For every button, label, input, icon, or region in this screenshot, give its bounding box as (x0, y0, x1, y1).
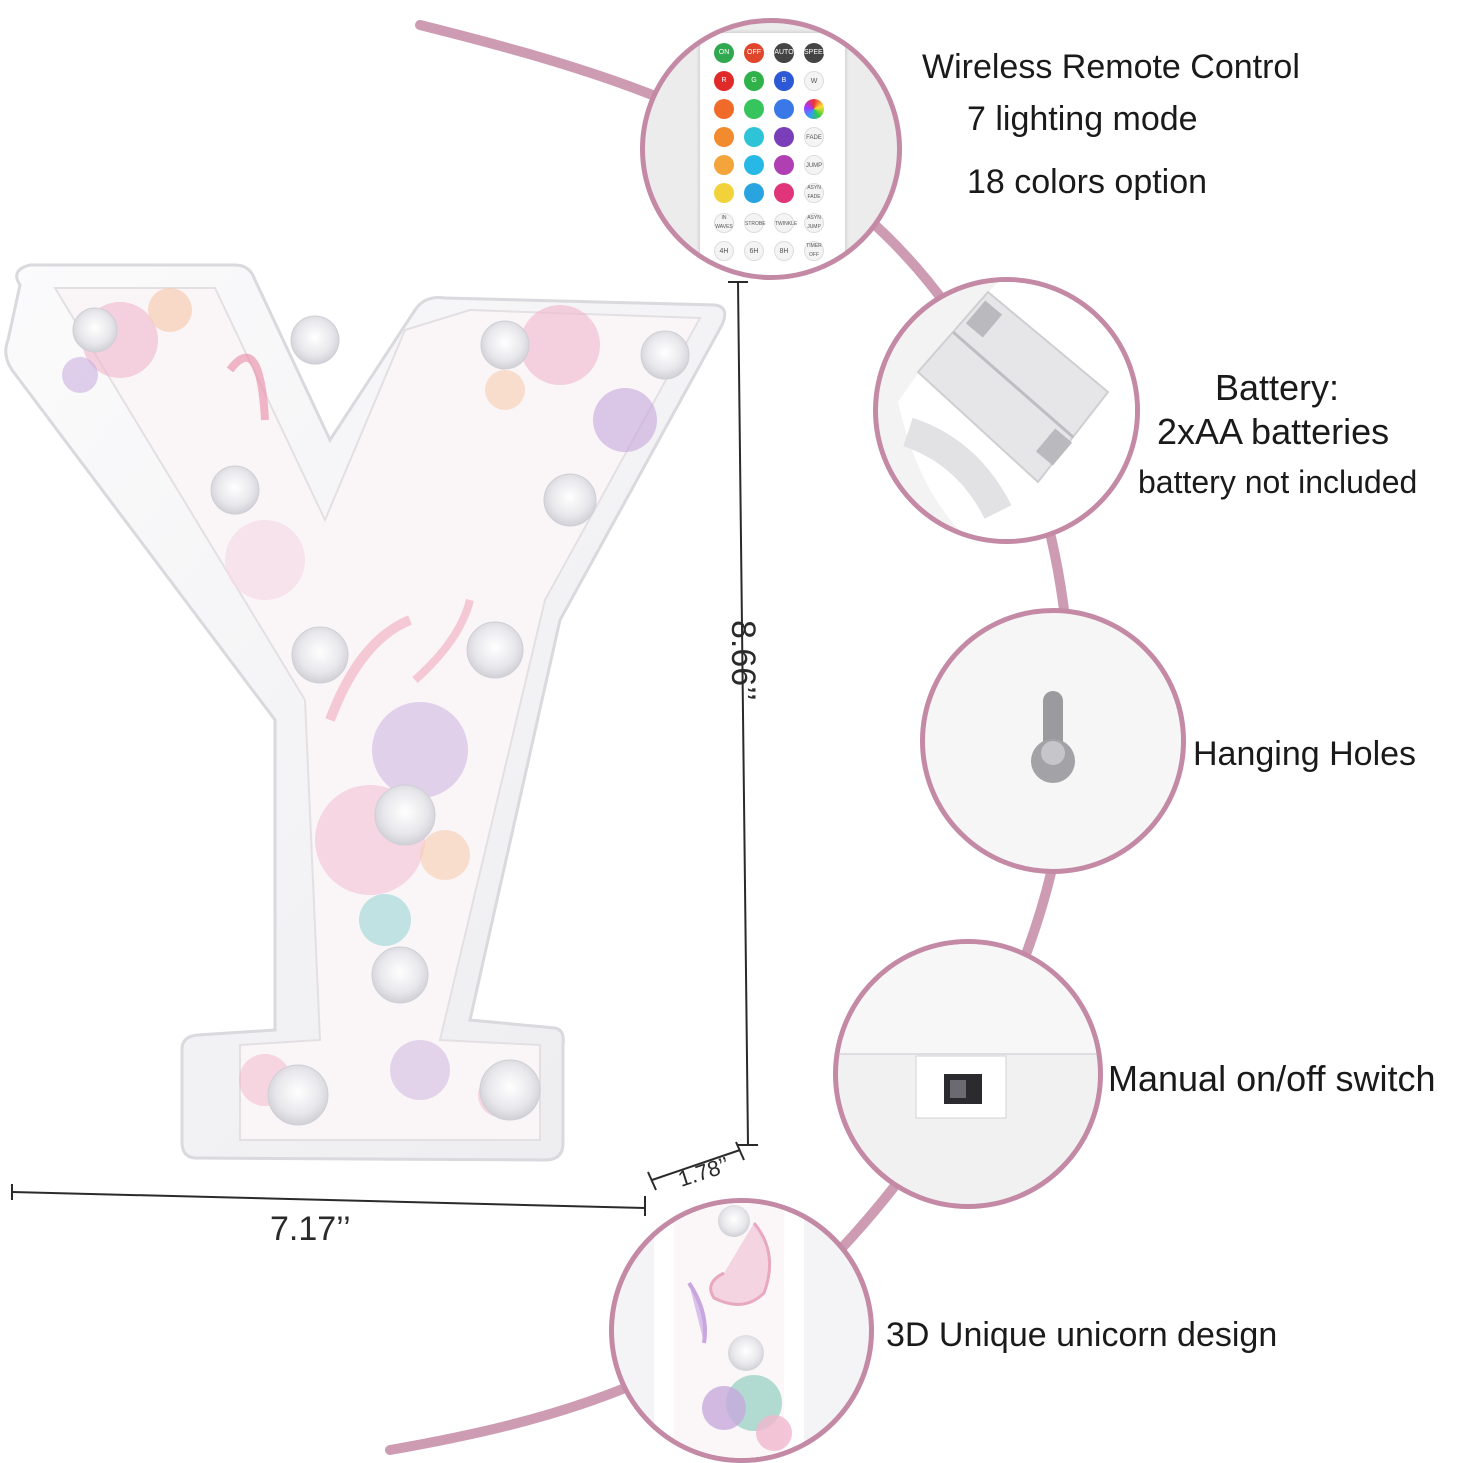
remote-btn-blue[interactable]: B (774, 71, 794, 91)
battery-title: Battery: (1215, 367, 1340, 408)
remote-title: Wireless Remote Control (922, 48, 1300, 86)
remote-btn-color[interactable] (714, 99, 734, 119)
remote-btn-white[interactable]: W (804, 71, 824, 91)
switch-circle (833, 939, 1103, 1209)
battery-circle (873, 277, 1140, 544)
remote-btn-red[interactable]: R (714, 71, 734, 91)
width-dimension-line (11, 1184, 646, 1216)
remote-btn-color[interactable] (744, 183, 764, 203)
remote-btn-6h[interactable]: 6H (744, 241, 764, 261)
battery-note: battery not included (1138, 464, 1418, 500)
unicorn-side-icon (654, 1203, 804, 1458)
remote-btn-color[interactable] (744, 155, 764, 175)
remote-btn-in-waves[interactable]: IN WAVES (714, 213, 734, 233)
remote-btn-green[interactable]: G (744, 71, 764, 91)
remote-colors: 18 colors option (967, 163, 1208, 201)
remote-btn-off[interactable]: OFF (744, 43, 764, 63)
hanging-holes-title: Hanging Holes (1193, 735, 1417, 773)
remote-control-icon: ON OFF AUTO SPEED R G B W FADE JUMP ASYN… (700, 33, 845, 275)
depth-dimension-line (647, 1141, 745, 1191)
remote-btn-jump[interactable]: JUMP (804, 155, 824, 175)
remote-modes: 7 lighting mode (967, 100, 1198, 138)
remote-btn-asyn-jump[interactable]: ASYN JUMP (804, 213, 824, 233)
remote-btn-color[interactable] (714, 155, 734, 175)
remote-btn-color[interactable] (774, 99, 794, 119)
remote-btn-4h[interactable]: 4H (714, 241, 734, 261)
remote-btn-color[interactable] (744, 99, 764, 119)
toggle-switch-icon (838, 944, 1098, 1119)
remote-btn-asyn-fade[interactable]: ASYN FADE (804, 183, 824, 203)
remote-btn-color[interactable] (714, 127, 734, 147)
battery-compartment-icon (898, 282, 1135, 539)
remote-btn-on[interactable]: ON (714, 43, 734, 63)
height-dimension-label: 8.66’’ (724, 620, 762, 701)
remote-btn-color[interactable] (744, 127, 764, 147)
remote-btn-8h[interactable]: 8H (774, 241, 794, 261)
remote-btn-fade[interactable]: FADE (804, 127, 824, 147)
height-dimension-line (728, 281, 758, 1146)
remote-btn-color[interactable] (714, 183, 734, 203)
letter-y (4, 263, 727, 1162)
battery-type: 2xAA batteries (1157, 411, 1390, 452)
remote-btn-color[interactable] (774, 183, 794, 203)
remote-btn-auto[interactable]: AUTO (774, 43, 794, 63)
width-dimension-label: 7.17’’ (270, 1210, 351, 1248)
remote-btn-timer-off[interactable]: TIMER OFF (804, 241, 824, 261)
switch-title: Manual on/off switch (1108, 1058, 1436, 1099)
remote-btn-strobe[interactable]: STROBE (744, 213, 766, 233)
remote-btn-color[interactable] (774, 155, 794, 175)
keyhole-icon (1031, 691, 1075, 783)
remote-btn-color[interactable] (774, 127, 794, 147)
hanging-holes-circle (920, 608, 1186, 874)
unicorn-design-circle (609, 1198, 874, 1463)
remote-btn-rainbow-icon[interactable] (804, 99, 824, 119)
remote-btn-speed[interactable]: SPEED (804, 43, 828, 63)
marquee-bulbs (72, 307, 690, 1126)
remote-control-circle: ON OFF AUTO SPEED R G B W FADE JUMP ASYN… (640, 18, 902, 280)
unicorn-design-title: 3D Unique unicorn design (886, 1316, 1278, 1354)
remote-btn-twinkle[interactable]: TWINKLE (774, 213, 797, 233)
